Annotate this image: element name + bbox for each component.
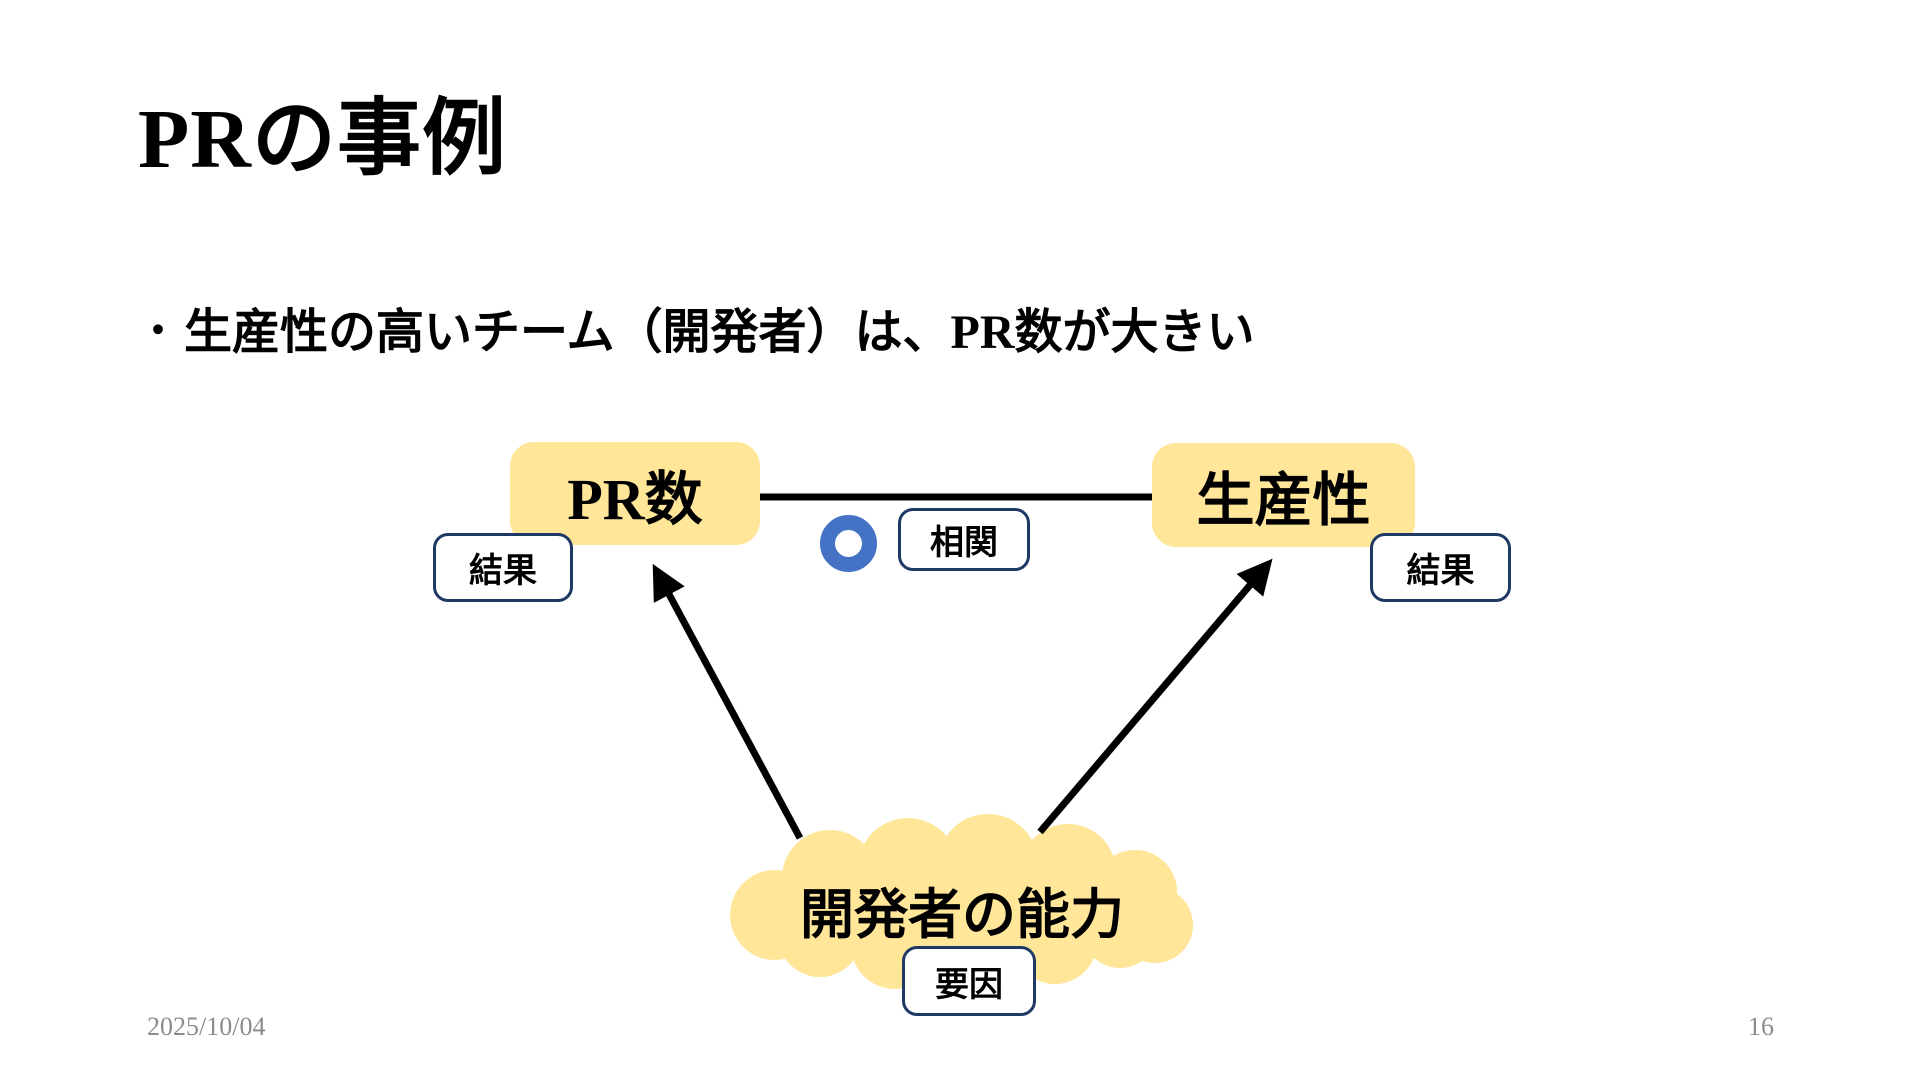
node-productivity: 生産性: [1152, 443, 1415, 547]
arrow-ability-to-productivity: [1037, 558, 1273, 835]
label-correlation: 相関: [898, 508, 1030, 571]
label-factor: 要因: [902, 946, 1036, 1016]
node-developer-ability-label: 開発者の能力: [800, 885, 1124, 945]
node-pr-count-label: PR数: [567, 466, 703, 532]
node-productivity-label: 生産性: [1196, 468, 1371, 533]
bullet-item: ・ 生産性の高いチーム（開発者）は、PR数が大きい: [138, 292, 1255, 362]
correlation-ring-icon: [820, 515, 877, 572]
node-pr-count: PR数: [510, 442, 760, 545]
footer-page-number: 16: [1748, 1012, 1774, 1041]
bullet-marker: ・: [138, 308, 178, 353]
label-correlation-text: 相関: [930, 525, 998, 562]
bullet-text: 生産性の高いチーム（開発者）は、PR数が大きい: [184, 306, 1255, 359]
label-result-left-text: 結果: [469, 553, 537, 590]
label-result-right: 結果: [1370, 533, 1511, 602]
slide-title: PRの事例: [138, 93, 507, 186]
arrow-ability-to-pr: [652, 563, 804, 840]
label-result-left: 結果: [433, 533, 573, 602]
label-factor-text: 要因: [935, 966, 1003, 1004]
label-result-right-text: 結果: [1406, 553, 1475, 590]
footer-date: 2025/10/04: [147, 1012, 266, 1041]
